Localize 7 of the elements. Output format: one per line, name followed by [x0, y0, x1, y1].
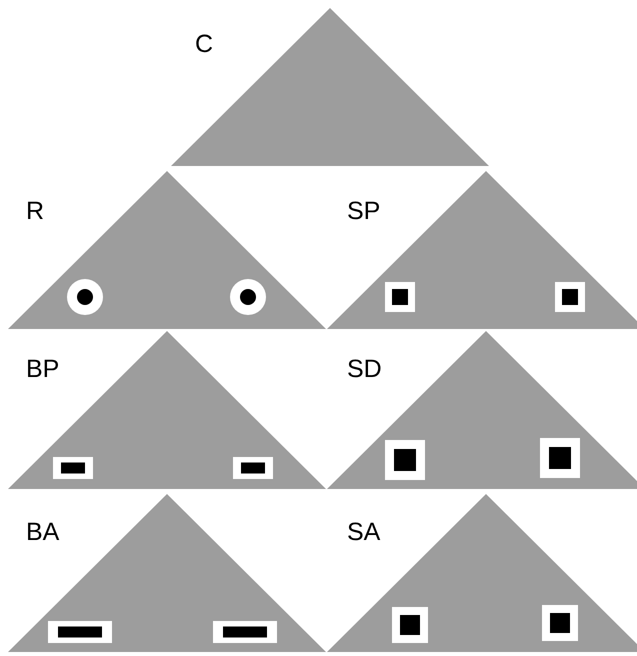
panel-label: SP [347, 199, 380, 224]
panel-label: R [26, 199, 44, 224]
panel-label: SD [347, 357, 382, 382]
panel-label: BP [26, 357, 60, 382]
panel-label: BA [26, 520, 60, 545]
panel-label: C [195, 32, 214, 57]
panel-label: SA [347, 520, 380, 545]
